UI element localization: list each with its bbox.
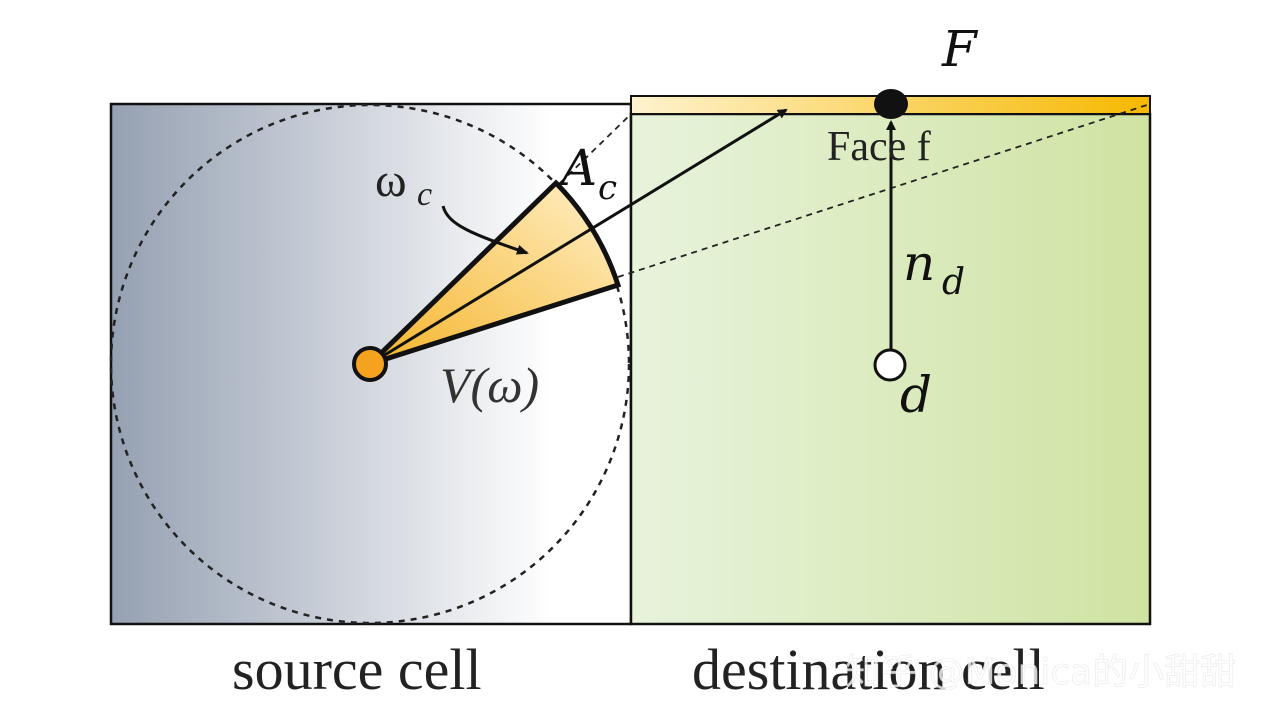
label-A-sub: c bbox=[598, 168, 617, 208]
label-V: V(ω) bbox=[440, 357, 539, 413]
label-omega-sub: c bbox=[417, 176, 432, 213]
label-n: n bbox=[903, 234, 935, 292]
visibility-circle bbox=[109, 103, 631, 625]
omega-pointer bbox=[441, 205, 529, 255]
label-d: d bbox=[900, 366, 932, 424]
label-source-cell: source cell bbox=[232, 637, 482, 702]
label-face: Face f bbox=[827, 124, 931, 170]
label-A: A bbox=[557, 139, 597, 197]
label-n-sub: d bbox=[942, 262, 965, 303]
source-point bbox=[352, 346, 388, 382]
label-omega: ω bbox=[375, 154, 407, 207]
label-F: F bbox=[941, 20, 979, 78]
destination-point bbox=[873, 348, 907, 382]
projection-line-bottom bbox=[617, 103, 1151, 278]
face-point bbox=[874, 89, 908, 119]
watermark: 知乎 @Monica的小甜甜 bbox=[845, 652, 1236, 693]
projection-line-top bbox=[559, 113, 632, 184]
direction-arrow bbox=[369, 108, 788, 366]
label-destination-cell: destination cell bbox=[692, 637, 1045, 702]
cone-wedge bbox=[368, 179, 622, 367]
